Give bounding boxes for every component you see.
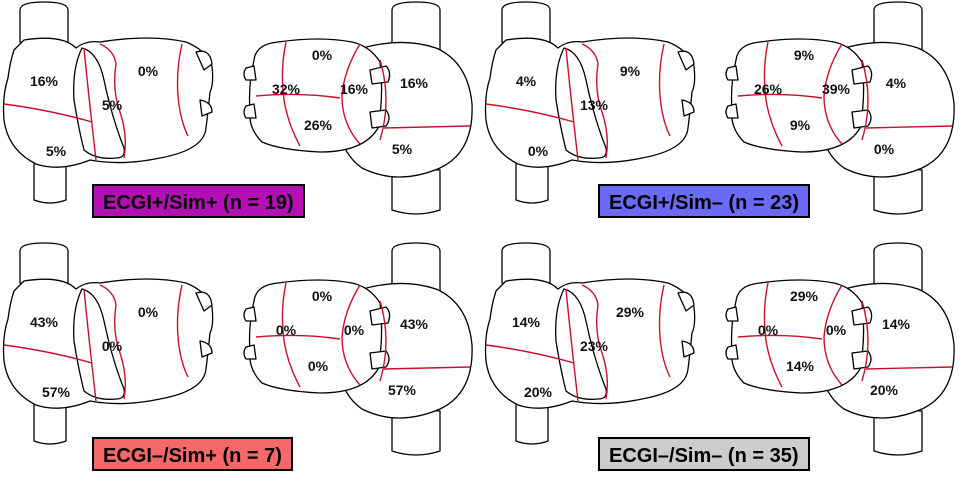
right-mid-region-pct: 0% <box>344 322 365 338</box>
right-bottom-region-pct: 0% <box>308 358 329 374</box>
right-top-region-pct: 0% <box>312 47 333 63</box>
left-view-heart: 14% 20% 23% 29% <box>484 242 696 445</box>
right-left-region-pct: 0% <box>276 322 297 338</box>
right-lower-pct: 20% <box>870 382 899 398</box>
right-bottom-region-pct: 26% <box>304 117 333 133</box>
left-upper-pct: 4% <box>516 73 537 89</box>
right-left-region-pct: 26% <box>754 81 783 97</box>
left-upper-pct: 16% <box>30 73 59 89</box>
left-septal-pct: 5% <box>102 97 123 113</box>
left-upper-pct: 14% <box>512 314 541 330</box>
group-label: ECGI+/Sim– (n = 23) <box>598 184 811 218</box>
atria-diagram: 4% 0% 13% 9% 26% 9% 9% 39% 4% 0% <box>484 1 955 215</box>
left-lower-pct: 5% <box>46 143 67 159</box>
right-view-heart: 26% 9% 9% 39% 4% 0% <box>725 1 955 215</box>
right-lower-pct: 5% <box>392 141 413 157</box>
atria-diagram: 14% 20% 23% 29% 0% 29% 14% 0% 14% 20% <box>484 242 955 456</box>
right-upper-pct: 43% <box>400 316 429 332</box>
right-view-heart: 0% 29% 14% 0% 14% 20% <box>725 242 955 456</box>
right-top-region-pct: 0% <box>312 288 333 304</box>
left-lateral-pct: 9% <box>620 63 641 79</box>
left-view-heart: 4% 0% 13% 9% <box>484 1 696 204</box>
panel-top-right: 4% 0% 13% 9% 26% 9% 9% 39% 4% 0% EC <box>482 0 964 240</box>
group-label: ECGI–/Sim– (n = 35) <box>598 437 810 471</box>
group-label: ECGI–/Sim+ (n = 7) <box>92 437 293 471</box>
atria-diagram: 43% 57% 0% 0% 0% 0% 0% 0% 43% 57% <box>2 242 473 456</box>
panel-top-left: 16% 5% 5% 0% 32% <box>0 0 482 240</box>
right-left-region-pct: 0% <box>758 322 779 338</box>
left-lower-pct: 57% <box>42 384 71 400</box>
right-left-region-pct: 32% <box>272 81 301 97</box>
right-mid-region-pct: 16% <box>340 81 369 97</box>
atria-diagram: 16% 5% 5% 0% 32% <box>2 1 473 215</box>
right-upper-pct: 4% <box>886 75 907 91</box>
panel-bottom-left: 43% 57% 0% 0% 0% 0% 0% 0% 43% 57% E <box>0 241 482 481</box>
left-septal-pct: 0% <box>102 338 123 354</box>
left-view-heart: 43% 57% 0% 0% <box>2 242 214 445</box>
left-lateral-pct: 29% <box>616 304 645 320</box>
left-septal-pct: 13% <box>580 97 609 113</box>
right-lower-pct: 0% <box>874 141 895 157</box>
left-view-heart: 16% 5% 5% 0% <box>2 1 214 204</box>
left-septal-pct: 23% <box>580 338 609 354</box>
right-bottom-region-pct: 14% <box>786 358 815 374</box>
group-label: ECGI+/Sim+ (n = 19) <box>92 184 305 218</box>
left-lower-pct: 0% <box>528 143 549 159</box>
right-bottom-region-pct: 9% <box>790 117 811 133</box>
right-top-region-pct: 9% <box>794 47 815 63</box>
right-mid-region-pct: 39% <box>822 81 851 97</box>
left-lateral-pct: 0% <box>138 63 159 79</box>
panel-bottom-right: 14% 20% 23% 29% 0% 29% 14% 0% 14% 20% <box>482 241 964 481</box>
left-lower-pct: 20% <box>524 384 553 400</box>
right-lower-pct: 57% <box>388 382 417 398</box>
right-view-heart: 32% 0% 26% 16% 16% 5% <box>243 1 473 215</box>
right-mid-region-pct: 0% <box>826 322 847 338</box>
right-top-region-pct: 29% <box>790 288 819 304</box>
left-lateral-pct: 0% <box>138 304 159 320</box>
right-view-heart: 0% 0% 0% 0% 43% 57% <box>243 242 473 456</box>
left-upper-pct: 43% <box>30 314 59 330</box>
right-upper-pct: 16% <box>400 75 429 91</box>
right-upper-pct: 14% <box>882 316 911 332</box>
